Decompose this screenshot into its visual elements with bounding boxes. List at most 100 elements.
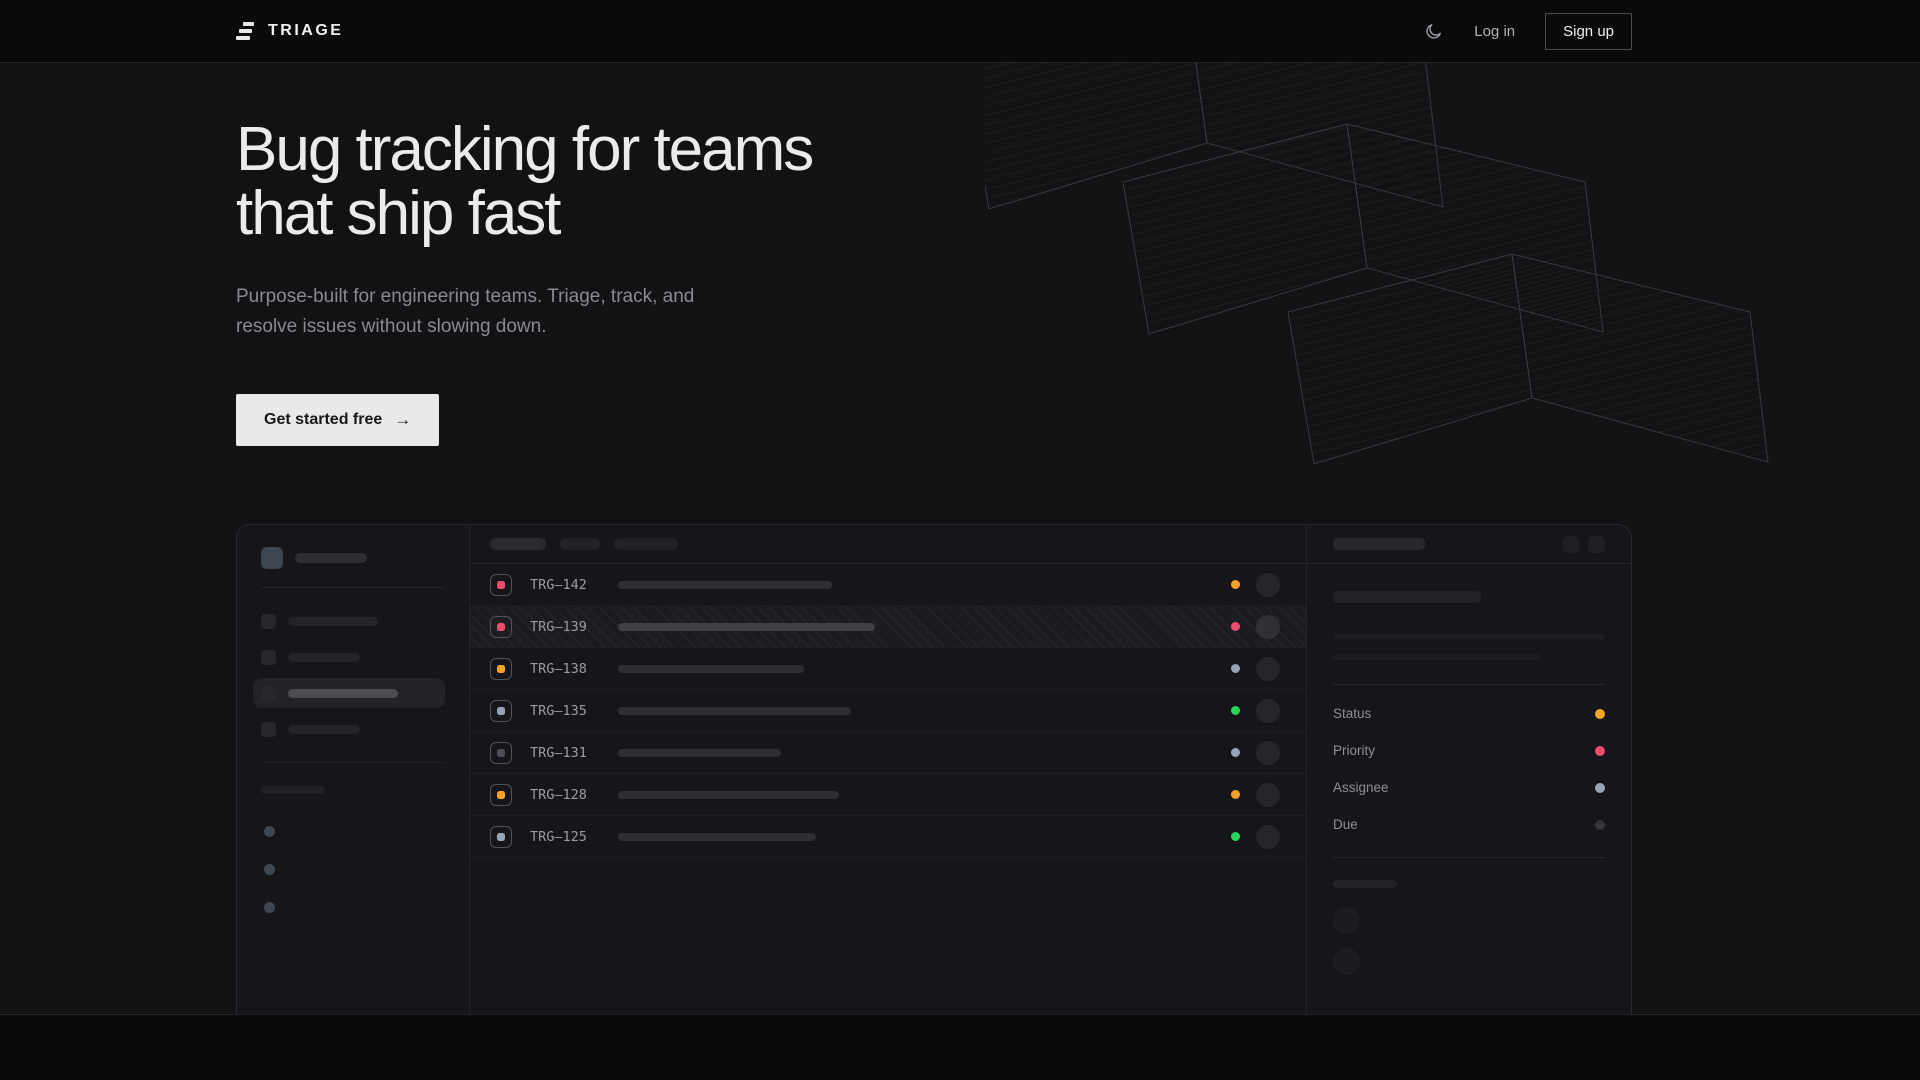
- issue-id: TRG–142: [530, 576, 587, 593]
- nav-icon: [261, 685, 276, 701]
- filter-pill: [560, 538, 600, 550]
- cta-label: Get started free: [264, 411, 383, 428]
- nav-label-placeholder: [288, 724, 360, 734]
- sidebar-nav-item: [253, 714, 445, 744]
- issue-type-icon: [490, 615, 512, 638]
- sidebar-bullet: [264, 826, 275, 837]
- issue-title-placeholder: [618, 790, 839, 799]
- issue-id: TRG–131: [530, 744, 587, 761]
- status-dot: [1231, 622, 1240, 631]
- field-label: Status: [1333, 706, 1372, 721]
- issue-title-placeholder: [618, 748, 781, 757]
- issue-type-icon: [490, 657, 512, 680]
- assignee-avatar: [1256, 614, 1280, 639]
- filter-pill: [614, 538, 678, 550]
- brand-logo[interactable]: TRIAGE: [236, 22, 343, 40]
- nav-label-placeholder: [288, 652, 360, 662]
- assignee-avatar: [1256, 740, 1280, 765]
- section-label-placeholder: [261, 786, 325, 794]
- field-value-dot: [1595, 708, 1605, 719]
- issue-id: TRG–128: [530, 786, 587, 803]
- app-mockup: TRG–142 TRG–139 TRG–138 TRG–135: [236, 524, 1632, 1014]
- issue-title-placeholder: [1333, 591, 1481, 603]
- field-label: Assignee: [1333, 780, 1389, 795]
- brand-name: TRIAGE: [268, 22, 344, 39]
- detail-action-button: [1588, 535, 1605, 553]
- field-value-dot: [1595, 745, 1605, 756]
- detail-header: [1307, 525, 1631, 564]
- issue-title-placeholder: [618, 706, 851, 715]
- nav-label-placeholder: [288, 688, 398, 698]
- divider: [261, 587, 445, 588]
- sidebar-bullet: [264, 864, 275, 875]
- header-actions: Log in Sign up: [1422, 12, 1632, 50]
- status-dot: [1231, 580, 1240, 589]
- field-value-dot: [1595, 819, 1605, 830]
- description-line-placeholder: [1333, 634, 1605, 640]
- issue-row: TRG–125: [470, 816, 1306, 858]
- workspace-avatar: [261, 547, 283, 569]
- comment-avatar-placeholder: [1333, 907, 1360, 934]
- issue-row: TRG–142: [470, 564, 1306, 606]
- issue-title-placeholder: [618, 664, 804, 673]
- issue-id: TRG–135: [530, 702, 587, 719]
- sidebar-nav-item-active: [253, 678, 445, 708]
- divider: [261, 762, 445, 763]
- triage-logo-icon: [236, 22, 256, 40]
- nav-icon: [261, 613, 276, 629]
- status-dot: [1231, 748, 1240, 757]
- sidebar-nav-item: [253, 642, 445, 672]
- detail-body: Status Priority Assignee Due: [1307, 564, 1631, 1001]
- signup-button[interactable]: Sign up: [1545, 12, 1632, 50]
- detail-header-buttons: [1562, 535, 1605, 553]
- divider: [1333, 857, 1605, 858]
- footer-band: [0, 1014, 1920, 1080]
- detail-field: Assignee: [1333, 769, 1605, 806]
- arrow-right-icon: →: [394, 410, 412, 429]
- nav-icon: [261, 721, 276, 737]
- issue-id: TRG–138: [530, 660, 587, 677]
- mockup-sidebar: [237, 525, 470, 1014]
- issue-row: TRG–135: [470, 690, 1306, 732]
- status-dot: [1231, 706, 1240, 715]
- top-nav: TRIAGE Log in Sign up: [0, 0, 1920, 63]
- status-dot: [1231, 832, 1240, 841]
- hero-title: Bug tracking for teams that ship fast: [236, 115, 814, 248]
- nav-label-placeholder: [288, 616, 378, 626]
- divider: [1333, 684, 1605, 685]
- comments-label-placeholder: [1333, 880, 1397, 888]
- sidebar-nav-item: [253, 606, 445, 636]
- detail-field: Status: [1333, 695, 1605, 732]
- description-line-placeholder: [1333, 654, 1540, 660]
- login-link[interactable]: Log in: [1474, 22, 1516, 40]
- issue-row: TRG–128: [470, 774, 1306, 816]
- issue-type-icon: [490, 783, 512, 806]
- assignee-avatar: [1256, 656, 1280, 681]
- issue-title-placeholder: [618, 622, 875, 631]
- wireframe-graphic: [985, 63, 1825, 533]
- detail-title-placeholder: [1333, 538, 1425, 550]
- get-started-button[interactable]: Get started free →: [236, 394, 440, 446]
- issue-row-selected: TRG–139: [470, 606, 1306, 648]
- issue-title-placeholder: [618, 580, 832, 589]
- status-dot: [1231, 664, 1240, 673]
- status-dot: [1231, 790, 1240, 799]
- hero-section: Bug tracking for teams that ship fast Pu…: [236, 115, 814, 446]
- issue-list-panel: TRG–142 TRG–139 TRG–138 TRG–135: [470, 525, 1307, 1014]
- hero-title-line2: that ship fast: [236, 179, 562, 248]
- assignee-avatar: [1256, 572, 1280, 597]
- issue-row: TRG–138: [470, 648, 1306, 690]
- detail-action-button: [1562, 535, 1579, 553]
- theme-toggle[interactable]: [1422, 20, 1444, 42]
- issue-type-icon: [490, 741, 512, 764]
- list-filter-bar: [470, 525, 1306, 564]
- assignee-avatar: [1256, 698, 1280, 723]
- hero-subtitle: Purpose-built for engineering teams. Tri…: [236, 286, 695, 337]
- moon-icon: [1426, 23, 1441, 39]
- detail-field: Due: [1333, 806, 1605, 843]
- issue-id: TRG–139: [530, 618, 587, 635]
- workspace-switcher: [261, 547, 445, 569]
- hero-title-line1: Bug tracking for teams: [236, 115, 814, 184]
- workspace-name-placeholder: [295, 553, 367, 563]
- issue-type-icon: [490, 699, 512, 722]
